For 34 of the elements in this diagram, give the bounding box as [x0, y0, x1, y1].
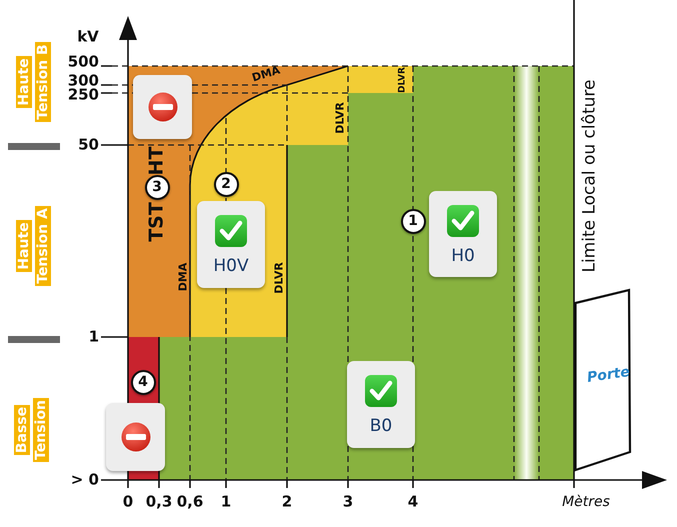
zone-label: TST: [148, 202, 166, 242]
tick-label: 0,6: [176, 494, 204, 510]
tick-label: > 0: [70, 472, 99, 488]
tick-label: 300: [68, 74, 99, 88]
tick-label: 50: [78, 138, 99, 152]
voltage-range-label: Haute Tension A: [15, 206, 52, 286]
axis-title: Mètres: [562, 495, 610, 509]
tick-label: 4: [408, 494, 418, 510]
tick-label: 0: [122, 494, 134, 510]
distance-label: DMA: [178, 262, 188, 292]
distance-label: DLVR: [334, 102, 346, 134]
card-label: H0V: [212, 258, 250, 275]
card-label: H0: [450, 248, 476, 265]
card-label: B0: [368, 418, 394, 435]
voltage-range-label: Haute Tension B: [15, 42, 52, 122]
status-card: [347, 361, 415, 448]
tick-label: 1: [88, 330, 99, 344]
zone-label: HT: [148, 146, 166, 176]
axis-unit: kV: [77, 30, 99, 44]
tick-label: 250: [68, 88, 99, 102]
status-card: [429, 191, 497, 277]
distance-label: DLVR: [274, 262, 284, 294]
tick-label: 2: [282, 494, 292, 510]
boundary-label: Limite Local ou clôture: [582, 79, 598, 273]
distance-label: DMA: [250, 64, 282, 84]
door-label: Porte: [586, 365, 631, 385]
status-card: [197, 201, 265, 288]
tick-label: 1: [220, 494, 232, 510]
tick-label: 0,3: [146, 494, 172, 510]
status-card: [133, 75, 192, 139]
voltage-range-label: Basse Tension: [13, 398, 50, 462]
tick-label: 3: [342, 494, 354, 510]
tick-label: 500: [68, 54, 99, 70]
distance-label: DLVR: [398, 66, 408, 92]
